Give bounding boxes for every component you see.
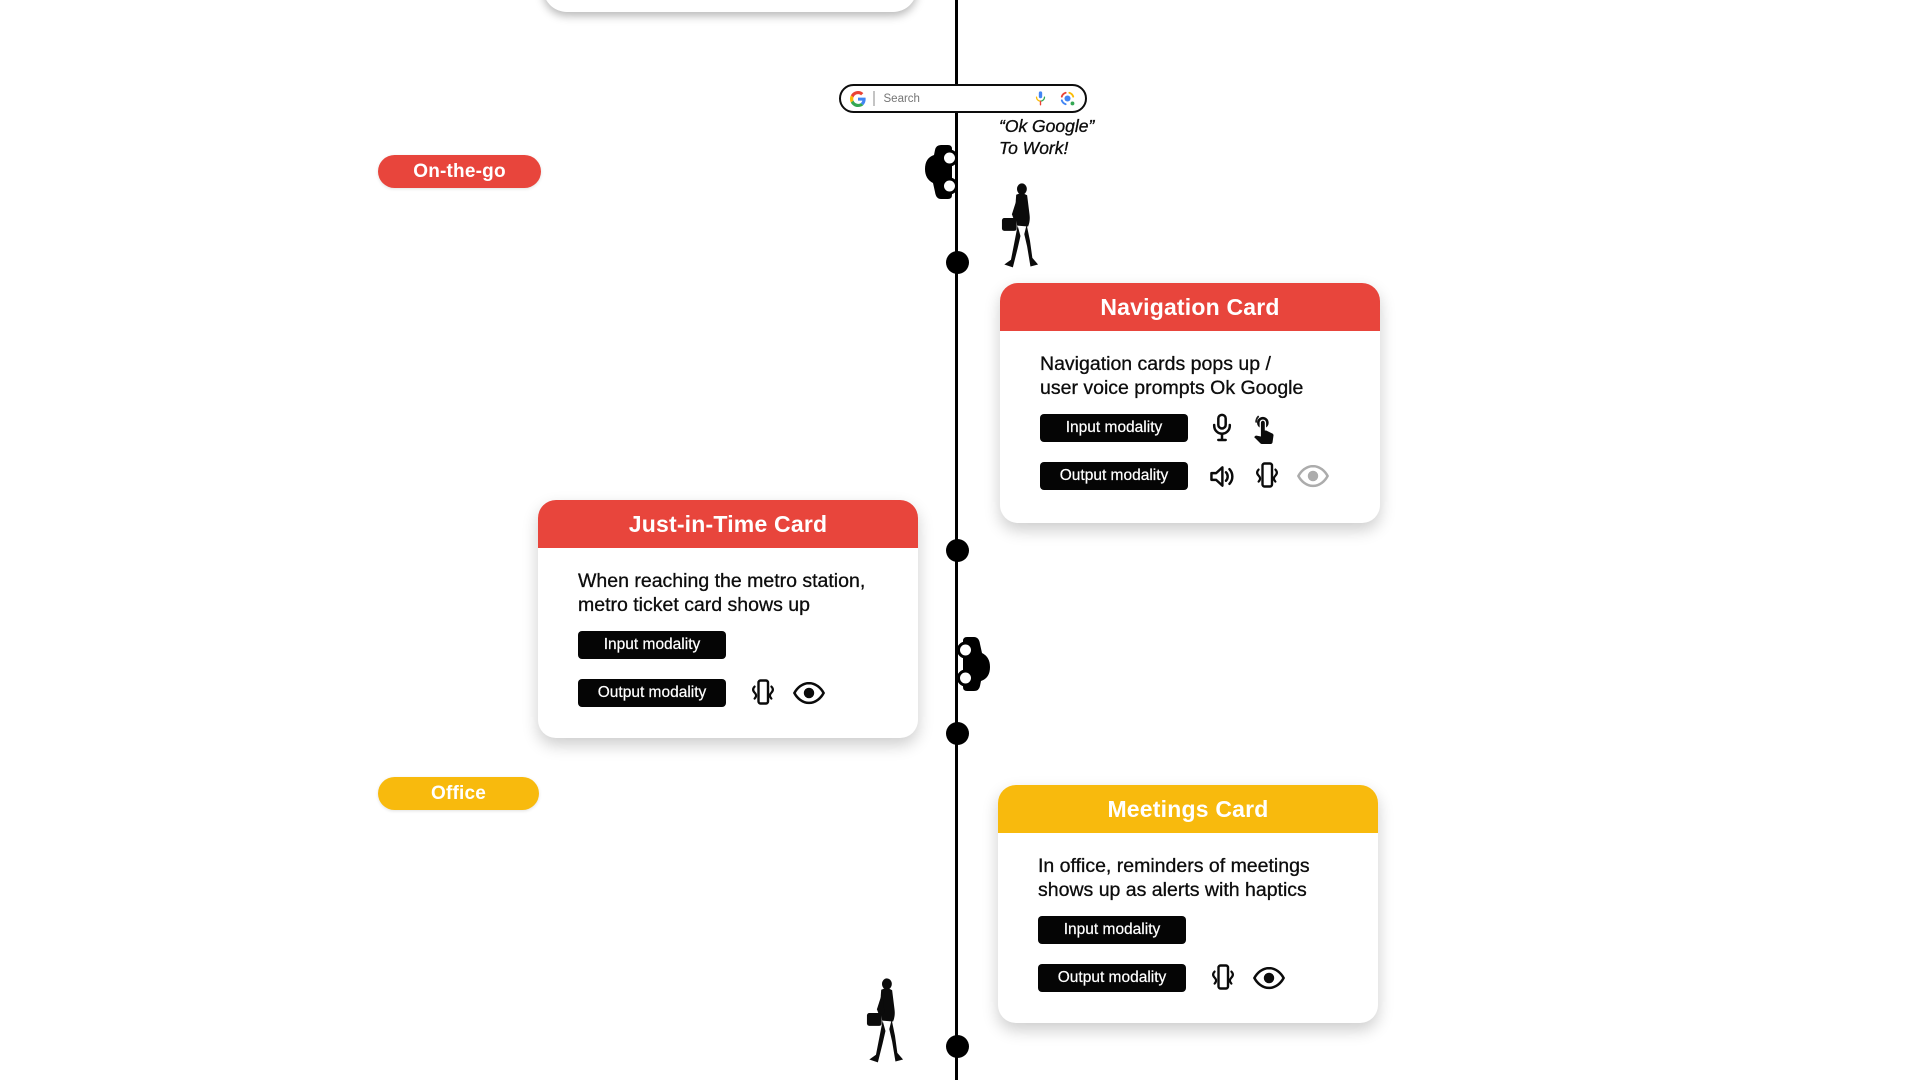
output-modality-row: Output modality (578, 679, 888, 707)
eye-icon (792, 681, 826, 705)
timeline-node (946, 1035, 969, 1058)
output-modality-row: Output modality (1038, 964, 1348, 992)
card-title: Meetings Card (1107, 795, 1269, 822)
card-title: Navigation Card (1100, 293, 1280, 320)
timeline-node (946, 251, 969, 274)
search-input[interactable] (881, 91, 1033, 106)
car-icon (925, 145, 958, 199)
google-search-bar[interactable] (839, 84, 1087, 113)
input-modality-pill: Input modality (1040, 414, 1188, 442)
vibration-icon (1212, 964, 1234, 990)
card-description: When reaching the metro station,metro ti… (578, 570, 866, 616)
eye-icon-inactive (1296, 464, 1330, 488)
google-lens-icon[interactable] (1059, 90, 1076, 107)
car-icon (957, 637, 990, 691)
phase-label-on-the-go: On-the-go (378, 155, 541, 188)
previous-card-partial (543, 0, 917, 12)
phase-label-text: On-the-go (413, 160, 506, 182)
meetings-card-header: Meetings Card (998, 785, 1378, 833)
input-modality-row: Input modality (1038, 916, 1348, 944)
output-modality-row: Output modality (1040, 462, 1350, 490)
touch-icon (1254, 415, 1274, 444)
card-description: Navigation cards pops up /user voice pro… (1040, 353, 1304, 399)
commuter-icon (866, 978, 904, 1063)
navigation-card: Navigation Card Navigation cards pops up… (1000, 283, 1380, 523)
voice-search-icon[interactable] (1033, 89, 1048, 108)
output-modality-pill: Output modality (1040, 462, 1188, 490)
annotation-line-1: “Ok Google” (999, 116, 1095, 136)
speaker-icon (1210, 465, 1234, 487)
timeline-node (946, 722, 969, 745)
card-title: Just-in-Time Card (628, 510, 828, 537)
just-in-time-card-header: Just-in-Time Card (538, 500, 918, 548)
output-modality-pill: Output modality (578, 679, 726, 707)
search-divider (873, 91, 875, 106)
meetings-card: Meetings Card In office, reminders of me… (998, 785, 1378, 1023)
eye-icon (1252, 966, 1286, 990)
commuter-icon (1001, 183, 1039, 268)
annotation-line-2: To Work! (999, 137, 1069, 158)
vibration-icon (1256, 462, 1278, 488)
vibration-icon (752, 679, 774, 705)
navigation-card-header: Navigation Card (1000, 283, 1380, 331)
input-modality-row: Input modality (1040, 413, 1350, 444)
phase-label-office: Office (378, 777, 539, 810)
microphone-icon (1212, 413, 1232, 441)
output-modality-pill: Output modality (1038, 964, 1186, 992)
google-logo-icon (850, 90, 866, 107)
phase-label-text: Office (430, 782, 487, 804)
just-in-time-card: Just-in-Time Card When reaching the metr… (538, 500, 918, 738)
input-modality-pill: Input modality (1038, 916, 1186, 944)
ok-google-annotation: “Ok Google” To Work! (999, 116, 1095, 159)
input-modality-row: Input modality (578, 631, 888, 659)
timeline-node (946, 539, 969, 562)
input-modality-pill: Input modality (578, 631, 726, 659)
